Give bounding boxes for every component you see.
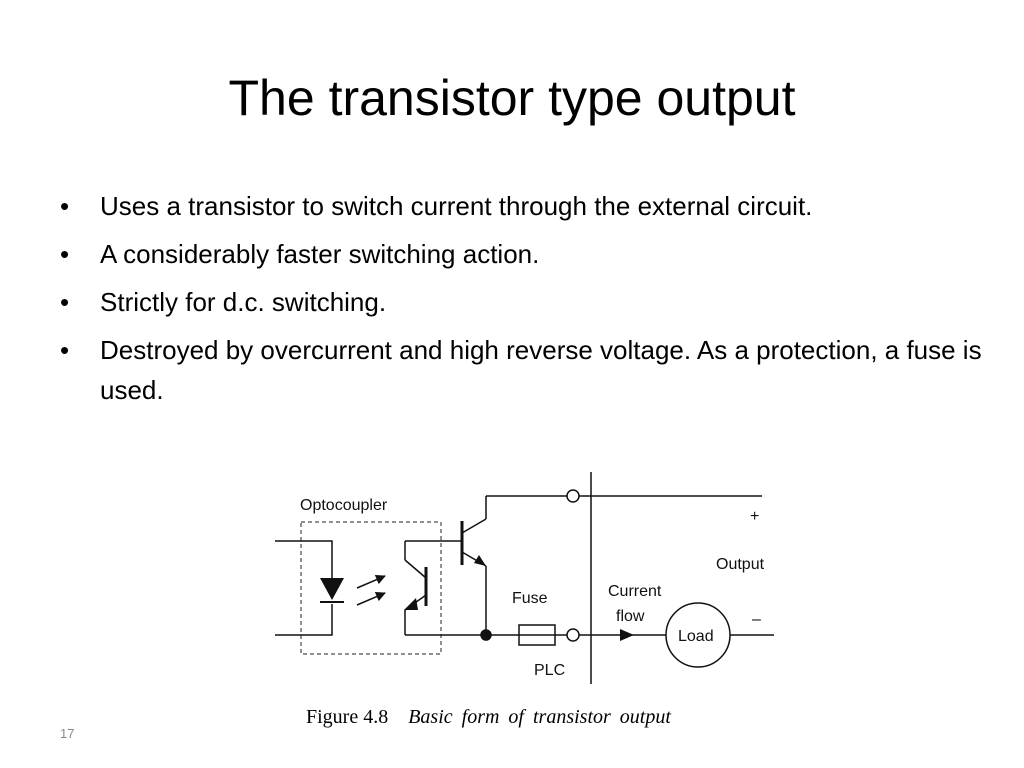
bullet-text: A considerably faster switching action.	[100, 239, 540, 269]
load-icon	[665, 602, 731, 668]
load-label: Load	[678, 628, 714, 645]
output-label: Output	[716, 556, 765, 573]
bullet-icon: •	[60, 191, 70, 221]
flow-label: flow	[616, 608, 645, 625]
bullet-item: • Destroyed by overcurrent and high reve…	[57, 330, 987, 410]
figure-number: Figure 4.8	[306, 706, 389, 728]
transistor-output-diagram: Optocoupler	[275, 472, 774, 684]
positive-rail	[486, 489, 762, 503]
bullet-item: • Strictly for d.c. switching.	[57, 282, 987, 322]
page-number: 17	[60, 726, 75, 741]
figure-caption-text: Basic form of transistor output	[408, 706, 671, 728]
bullet-icon: •	[60, 239, 70, 269]
led-input-wiring	[275, 540, 333, 636]
output-transistor-icon	[460, 496, 487, 635]
bullet-list: • Uses a transistor to switch current th…	[57, 186, 987, 418]
slide-title: The transistor type output	[228, 70, 796, 126]
plus-label: +	[750, 508, 759, 525]
phototransistor-icon	[404, 540, 486, 636]
fuse-label: Fuse	[512, 590, 548, 607]
current-label: Current	[608, 583, 662, 600]
optocoupler-box	[300, 521, 442, 655]
bullet-icon: •	[60, 287, 70, 317]
light-arrows-icon	[356, 574, 386, 606]
current-flow-arrow-icon	[620, 629, 634, 641]
led-diode-icon	[320, 578, 344, 603]
bullet-item: • Uses a transistor to switch current th…	[57, 186, 987, 226]
bullet-text: Strictly for d.c. switching.	[100, 287, 387, 317]
bullet-icon: •	[60, 335, 70, 365]
figure-caption: Figure 4.8 Basic form of transistor outpu…	[306, 706, 671, 729]
minus-label: –	[752, 611, 761, 628]
plc-label: PLC	[534, 662, 565, 679]
bullet-item: • A considerably faster switching action…	[57, 234, 987, 274]
bullet-text: Uses a transistor to switch current thro…	[100, 191, 813, 221]
bullet-text: Destroyed by overcurrent and high revers…	[100, 335, 982, 405]
optocoupler-label: Optocoupler	[300, 497, 388, 514]
